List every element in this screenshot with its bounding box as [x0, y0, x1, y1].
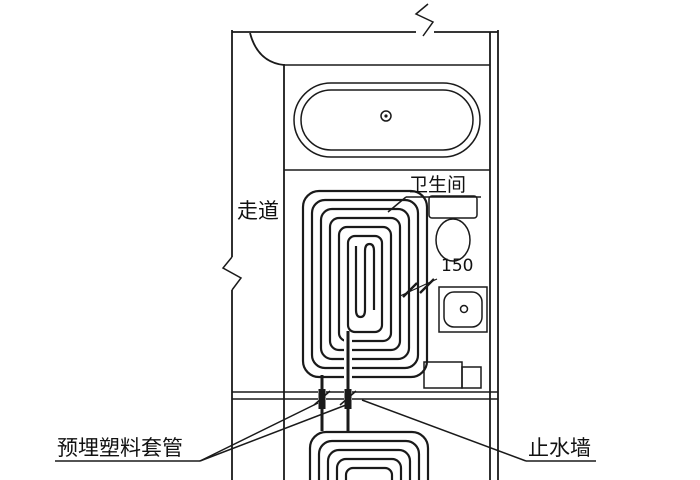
sleeve-label: 预埋塑料套管 [57, 436, 183, 460]
sink-counter [438, 286, 488, 333]
floor-slab-line [232, 391, 498, 400]
walls [221, 3, 499, 480]
sleeve-leader-left [199, 402, 319, 462]
heating-coil-lower [308, 430, 430, 480]
bathtub-drain-dot [384, 114, 388, 118]
curved-wall-corner [249, 32, 285, 66]
sleeve-tick-right [339, 390, 357, 406]
cabinet [423, 361, 482, 389]
toilet-bowl [435, 218, 471, 262]
dimension-150-label: 150 [441, 256, 473, 276]
sleeve-tick-left [313, 390, 331, 406]
bathroom-label-leader [387, 196, 407, 213]
bathroom-label: 卫生间 [409, 174, 466, 196]
left-outer-wall [221, 30, 243, 480]
bathtub-inner [300, 89, 474, 151]
break-mark-left [221, 256, 243, 291]
toilet-tank [428, 195, 478, 219]
heating-coil-main [301, 189, 429, 379]
sink-drain-icon [459, 304, 469, 314]
water-stop-leader [361, 399, 527, 462]
dimension-150: 150 [399, 256, 473, 298]
sink-basin [443, 291, 483, 328]
bathtub-outer [293, 82, 481, 158]
cabinet-left [423, 361, 463, 389]
pipe-sleeves [313, 331, 357, 431]
left-inner-wall [249, 32, 285, 480]
bathtub [293, 82, 481, 158]
coil-center-serpentine [354, 242, 376, 319]
bathtub-drain-icon [380, 110, 392, 122]
cabinet-right [461, 366, 482, 389]
dimension-tick [402, 282, 418, 298]
break-mark-top [414, 3, 435, 37]
labels: 走道 卫生间 预埋塑料套管 止水墙 [55, 174, 596, 462]
dimension-tick [419, 278, 435, 294]
top-wall [232, 3, 498, 66]
toilet [428, 195, 478, 262]
corridor-label: 走道 [237, 199, 279, 223]
water-stop-wall-label: 止水墙 [528, 436, 591, 460]
right-wall [489, 30, 499, 480]
sink [438, 286, 488, 333]
sleeve-leader-right [199, 404, 347, 462]
